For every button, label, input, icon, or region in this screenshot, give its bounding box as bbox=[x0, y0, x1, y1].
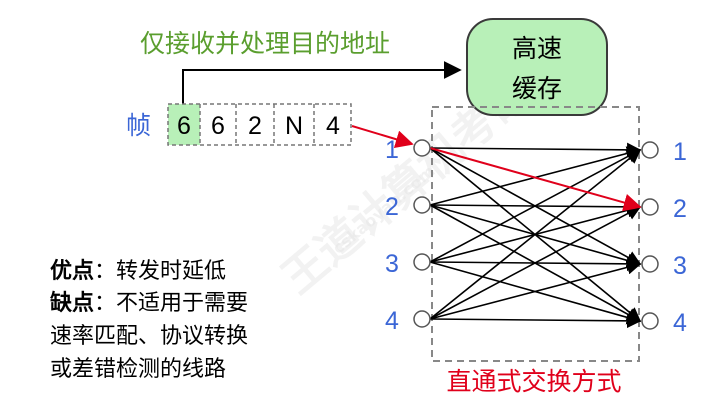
input-port-label: 3 bbox=[385, 250, 399, 278]
frame-to-cache-arrow bbox=[182, 61, 462, 104]
switch-box bbox=[431, 106, 640, 362]
frame-cell: 2 bbox=[248, 112, 262, 140]
pros-line: 优点：转发时延低 bbox=[50, 258, 226, 284]
output-port-label: 1 bbox=[673, 138, 687, 166]
mesh-link bbox=[429, 142, 642, 158]
input-port-3 bbox=[413, 253, 431, 271]
cons-text-3: 或差错检测的线路 bbox=[50, 357, 226, 382]
diagram-caption: 直通式交换方式 bbox=[446, 367, 621, 396]
frame-cells: 6 6 2 N 4 bbox=[167, 103, 352, 146]
frame-cell: 6 bbox=[211, 112, 225, 140]
mesh-link bbox=[429, 313, 642, 329]
cons-text-1: 不适用于需要 bbox=[116, 291, 248, 316]
input-ports: 1 2 3 4 bbox=[385, 136, 431, 335]
mesh-link bbox=[429, 149, 642, 320]
pros-title: 优点 bbox=[50, 258, 94, 284]
mesh-link bbox=[429, 149, 642, 263]
switch-mesh bbox=[429, 142, 642, 329]
output-port-4 bbox=[641, 312, 659, 330]
mesh-link bbox=[429, 206, 642, 320]
cache-label-line2: 缓存 bbox=[512, 74, 562, 103]
cache-label-line1: 高速 bbox=[512, 34, 562, 63]
input-port-2 bbox=[413, 196, 431, 214]
output-port-label: 2 bbox=[673, 195, 687, 223]
frame-cell: 4 bbox=[326, 112, 340, 140]
frame-cell: 6 bbox=[177, 112, 191, 140]
mesh-link bbox=[429, 260, 642, 320]
input-port-label: 1 bbox=[385, 136, 399, 164]
output-port-3 bbox=[641, 255, 659, 273]
output-port-label: 4 bbox=[673, 309, 687, 337]
pros-text: 转发时延低 bbox=[116, 259, 226, 284]
output-port-label: 3 bbox=[673, 252, 687, 280]
input-port-label: 4 bbox=[385, 307, 399, 335]
destination-address-label: 仅接收并处理目的地址 bbox=[140, 29, 390, 58]
cons-colon: ： bbox=[94, 291, 116, 316]
input-port-4 bbox=[413, 310, 431, 328]
input-port-label: 2 bbox=[385, 193, 399, 221]
output-port-2 bbox=[641, 198, 659, 216]
input-port-1 bbox=[413, 139, 431, 157]
pros-colon: ： bbox=[94, 259, 116, 284]
highlighted-link bbox=[429, 147, 642, 212]
cons-text-2: 速率匹配、协议转换 bbox=[50, 324, 248, 349]
cons-line: 缺点：不适用于需要 bbox=[50, 290, 248, 316]
frame-label: 帧 bbox=[126, 111, 151, 140]
frame-to-port-arrow bbox=[351, 125, 414, 148]
output-ports: 1 2 3 4 bbox=[641, 138, 687, 337]
frame-cell: N bbox=[285, 112, 303, 140]
frame-cell-0-bg bbox=[168, 104, 200, 145]
cache-box bbox=[466, 18, 608, 116]
frame-outline bbox=[167, 103, 352, 146]
cons-title: 缺点 bbox=[50, 290, 94, 316]
output-port-1 bbox=[641, 141, 659, 159]
